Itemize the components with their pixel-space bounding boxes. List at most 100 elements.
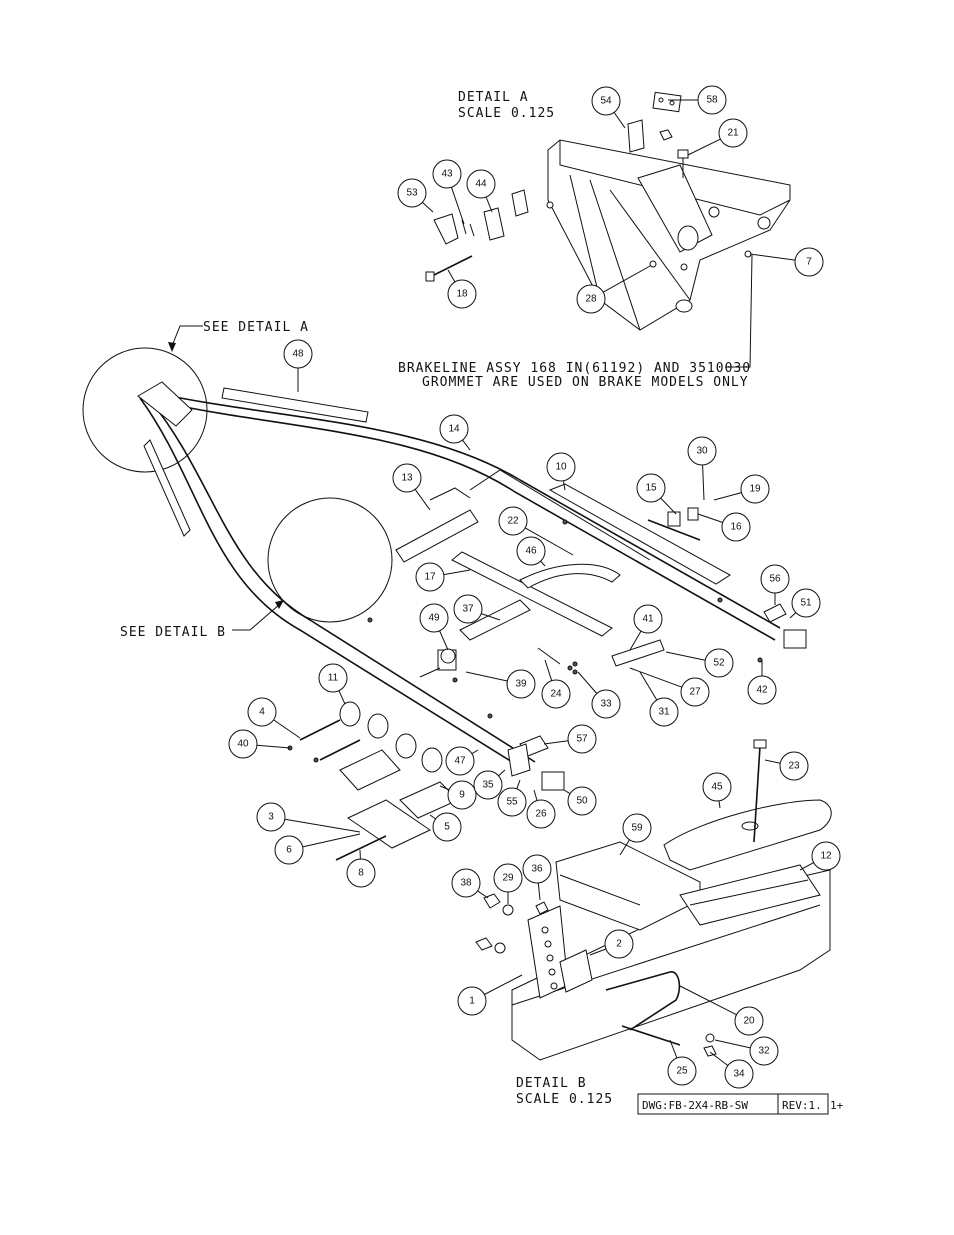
callout-balloon (541, 679, 571, 709)
callout-leader (462, 439, 471, 451)
callout-35: 35 (473, 769, 506, 800)
callout-balloon (432, 159, 462, 189)
callout-number: 25 (676, 1066, 688, 1077)
title-block: DWG:FB-2X4-RB-SW REV:1. 1+ (637, 1093, 844, 1115)
callout-balloon (687, 436, 717, 466)
callout-40: 40 (228, 729, 291, 759)
callout-number: 12 (820, 851, 832, 862)
callout-57: 57 (543, 724, 597, 754)
callout-number: 41 (642, 614, 654, 625)
callout-number: 19 (749, 484, 761, 495)
callout-leader (516, 779, 521, 789)
callout-balloon (591, 689, 621, 719)
callout-leader (481, 613, 501, 621)
callout-44: 44 (466, 169, 496, 213)
callout-51: 51 (789, 588, 821, 619)
brake-note-line1: BRAKELINE ASSY 168 IN(61192) AND 3510030 (398, 361, 751, 376)
callout-balloon (721, 512, 751, 542)
callout-balloon (747, 675, 777, 705)
callout-balloon (493, 863, 523, 893)
callout-7: 7 (749, 247, 824, 277)
callout-number: 56 (769, 574, 781, 585)
callout-leader (697, 513, 723, 523)
callout-number: 8 (358, 868, 364, 879)
callout-leader (484, 974, 523, 995)
detail-b-scale: SCALE 0.125 (516, 1092, 613, 1107)
callout-leader (451, 187, 465, 225)
callout-leader (533, 789, 538, 801)
callout-43: 43 (432, 159, 465, 225)
callout-balloon (791, 588, 821, 618)
callout-number: 11 (328, 673, 339, 684)
callout-leader (709, 1051, 729, 1066)
callout-41: 41 (629, 604, 663, 651)
callout-27: 27 (629, 667, 710, 707)
callout-leader (540, 560, 546, 567)
callout-58: 58 (668, 85, 727, 115)
callout-balloon (451, 868, 481, 898)
callout-leader (563, 789, 571, 795)
callout-22: 22 (498, 506, 574, 556)
callout-balloon (432, 812, 462, 842)
callout-balloon (811, 841, 841, 871)
callout-leader (799, 862, 814, 871)
drawing-number: DWG:FB-2X4-RB-SW (642, 1099, 748, 1112)
callout-balloon (794, 247, 824, 277)
callout-28: 28 (576, 265, 651, 314)
callout-number: 37 (462, 604, 474, 615)
callout-balloon (622, 813, 652, 843)
callout-leader (562, 480, 566, 491)
callout-balloon (419, 603, 449, 633)
callout-leader (687, 138, 721, 156)
callout-leader (602, 265, 651, 293)
callout-29: 29 (493, 863, 523, 904)
callout-number: 5 (444, 822, 450, 833)
see-detail-b-label: SEE DETAIL B (120, 625, 226, 640)
callout-49: 49 (419, 603, 449, 651)
callout-balloon (453, 594, 483, 624)
callout-10: 10 (546, 452, 576, 491)
callout-number: 17 (424, 572, 436, 583)
callout-number: 53 (406, 188, 418, 199)
callout-leader (414, 489, 431, 511)
callout-leader (439, 630, 449, 651)
callout-balloon (704, 648, 734, 678)
callout-leader (714, 1039, 751, 1049)
callout-number: 50 (576, 796, 588, 807)
callout-balloon (445, 746, 475, 776)
callout-59: 59 (619, 813, 652, 856)
callout-balloon (760, 564, 790, 594)
callout-balloon (228, 729, 258, 759)
callout-balloon (506, 669, 536, 699)
callout-leader (577, 671, 598, 694)
callout-leader (749, 253, 796, 261)
callout-number: 22 (507, 516, 519, 527)
callout-number: 40 (237, 739, 249, 750)
callout-leader (544, 659, 553, 681)
callout-5: 5 (429, 812, 462, 842)
callout-56: 56 (760, 564, 790, 605)
callout-balloon (740, 474, 770, 504)
callout-number: 26 (535, 809, 547, 820)
callout-number: 39 (515, 679, 527, 690)
callout-balloon (633, 604, 663, 634)
callout-leader (485, 196, 493, 213)
callout-balloon (447, 780, 477, 810)
callout-15: 15 (636, 473, 677, 515)
callout-31: 31 (639, 671, 679, 727)
callout-37: 37 (453, 594, 501, 624)
callout-balloon (457, 986, 487, 1016)
callout-leader (713, 492, 742, 501)
callout-balloon (498, 506, 528, 536)
callout-18: 18 (447, 269, 477, 309)
callout-number: 10 (555, 462, 567, 473)
callout-1: 1 (457, 974, 523, 1016)
see-detail-a-leader (168, 325, 203, 352)
callout-number: 28 (585, 294, 597, 305)
detail-b-title: DETAIL B (516, 1076, 587, 1091)
callout-number: 14 (448, 424, 460, 435)
callout-45: 45 (702, 772, 732, 809)
callout-leader (477, 890, 489, 899)
callout-21: 21 (687, 118, 748, 156)
callout-leader (443, 569, 471, 576)
